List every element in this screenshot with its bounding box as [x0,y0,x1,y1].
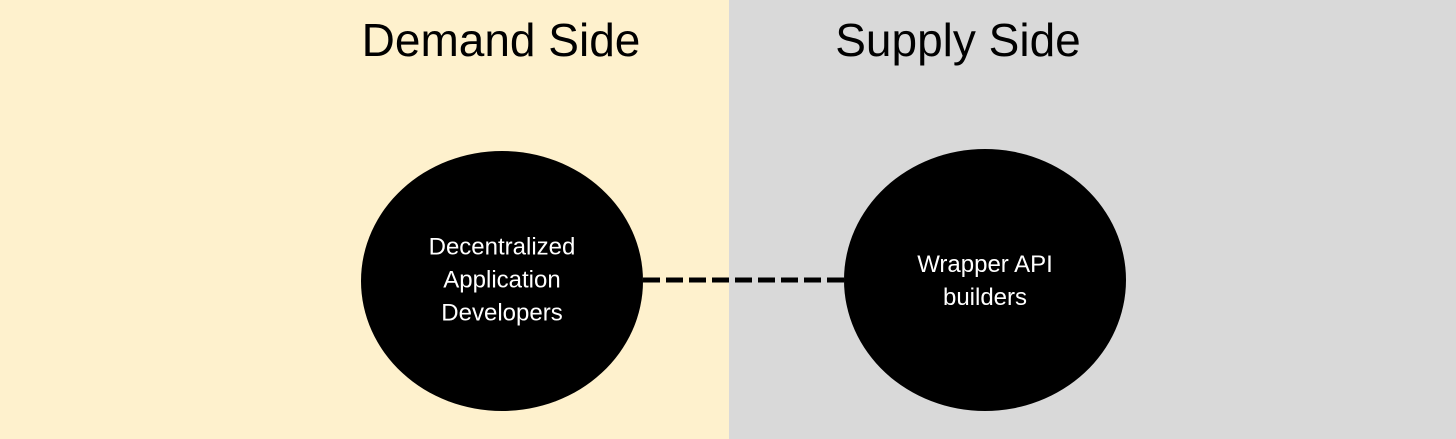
supply-node-circle [844,149,1126,411]
supply-side-title: Supply Side [835,14,1081,66]
demand-side-title: Demand Side [361,14,641,66]
supply-node-label: Wrapper API builders [917,248,1053,314]
demand-node-label: Decentralized Application Developers [429,231,576,330]
supply-node-label-line: builders [942,284,1028,311]
demand-node-label-line: Decentralized [428,233,576,261]
demand-node-label-line: Developers [441,299,563,327]
supply-node-label-line: Wrapper API [917,251,1053,278]
demand-node-label-line: Application [443,266,561,294]
demand-node-circle [361,151,643,411]
